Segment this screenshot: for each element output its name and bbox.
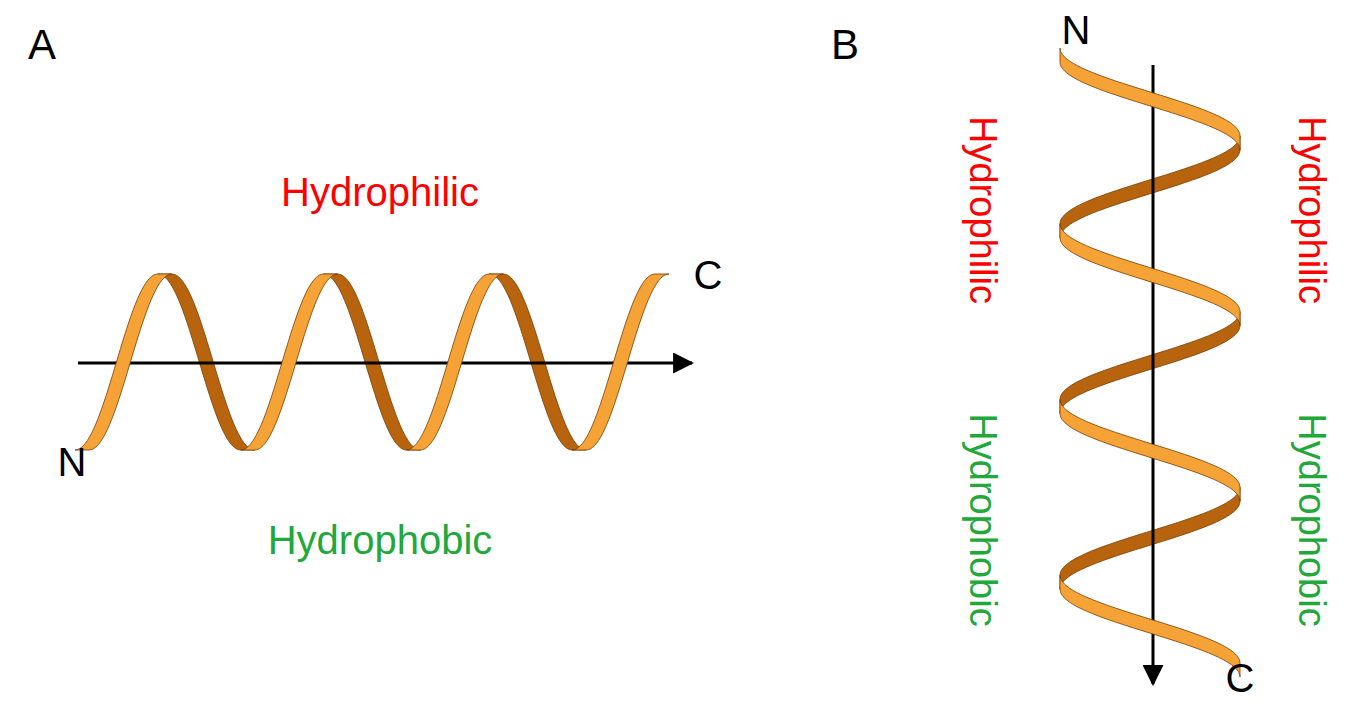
region-label: Hydrophilic — [281, 172, 479, 212]
helix-ribbon — [572, 274, 669, 450]
region-label: Hydrophilic — [964, 116, 1002, 304]
region-label: Hydrophilic — [1293, 116, 1331, 304]
terminus-label: N — [1062, 10, 1091, 50]
helix-ribbon — [241, 274, 338, 450]
region-label: Hydrophobic — [964, 413, 1002, 626]
panel-letter: A — [28, 24, 56, 66]
region-label: Hydrophobic — [268, 520, 493, 560]
helix-ribbon — [1060, 224, 1240, 326]
helix-axis — [78, 362, 692, 365]
panel-letter: B — [831, 24, 859, 66]
helix-axis — [1152, 65, 1155, 684]
helix-ribbon — [406, 274, 503, 450]
helix-ribbon — [1060, 48, 1240, 150]
region-label: Hydrophobic — [1293, 413, 1331, 626]
helix-front — [75, 274, 669, 450]
helix-ribbon — [1060, 575, 1240, 677]
helix-ribbon — [1060, 136, 1240, 238]
helix-ribbon — [1060, 487, 1240, 589]
helix-ribbon — [75, 274, 172, 450]
terminus-label: C — [1226, 658, 1255, 698]
helix-ribbon — [1060, 312, 1240, 414]
helix-back — [1060, 136, 1240, 589]
terminus-label: C — [694, 255, 723, 295]
helix-front — [1060, 48, 1240, 677]
terminus-label: N — [58, 442, 87, 482]
helix-ribbon — [1060, 399, 1240, 501]
